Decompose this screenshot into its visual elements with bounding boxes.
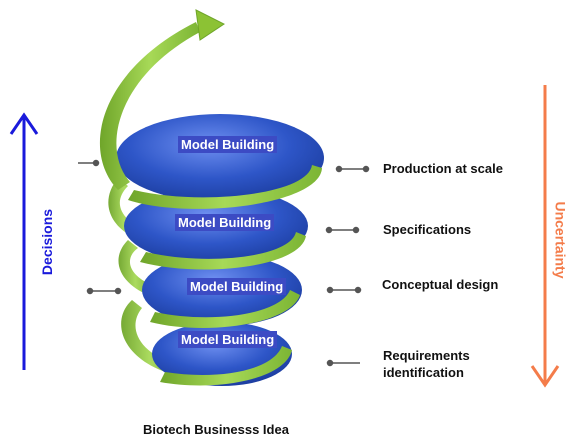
spiral-front bbox=[99, 22, 322, 386]
decisions-label: Decisions bbox=[39, 208, 56, 276]
disk-label-top: Model Building bbox=[178, 136, 278, 153]
uncertainty-arrow bbox=[530, 85, 560, 388]
decisions-arrow bbox=[9, 112, 39, 370]
diagram-caption: Biotech Businesss Idea bbox=[143, 422, 289, 437]
uncertainty-label: Uncertainty bbox=[552, 201, 569, 279]
spiral-arrowhead bbox=[195, 9, 225, 41]
disk-label-bottom: Model Building bbox=[178, 331, 278, 348]
stage-requirements-label: Requirements identification bbox=[383, 348, 470, 380]
stage-specifications-label: Specifications bbox=[383, 222, 472, 237]
connectors bbox=[78, 159, 370, 367]
disk-label-third: Model Building bbox=[187, 278, 287, 295]
stage-production-label: Production at scale bbox=[383, 161, 503, 176]
disk-label-second: Model Building bbox=[175, 214, 275, 231]
stage-conceptual-label: Conceptual design bbox=[382, 277, 499, 292]
